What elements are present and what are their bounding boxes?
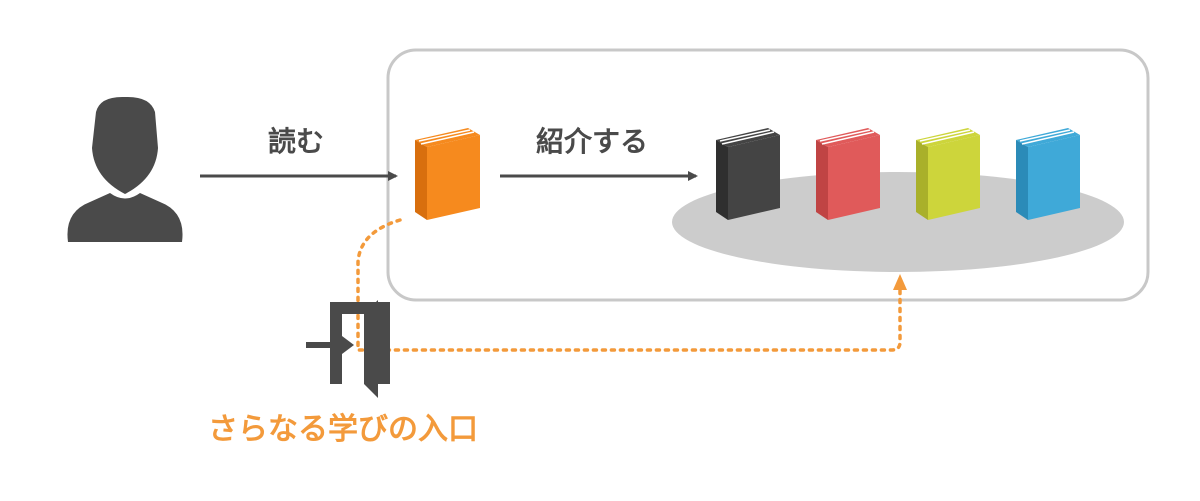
- entrance-arrow-head: [893, 274, 907, 290]
- book-icon-black: [716, 128, 780, 220]
- introduce-label: 紹介する: [536, 125, 649, 158]
- door-entrance-icon: [306, 300, 390, 398]
- entrance-dotted-path: [356, 218, 902, 352]
- book-shelf-ellipse: [672, 172, 1124, 272]
- read-label: 読む: [268, 125, 325, 158]
- book-icon-blue: [1016, 128, 1080, 220]
- person-silhouette-icon: [67, 96, 183, 242]
- book-icon-red: [816, 128, 880, 220]
- entrance-label: さらなる学びの入口: [208, 412, 478, 447]
- book-icon-orange: [415, 128, 480, 220]
- book-icon-yellow: [916, 128, 980, 220]
